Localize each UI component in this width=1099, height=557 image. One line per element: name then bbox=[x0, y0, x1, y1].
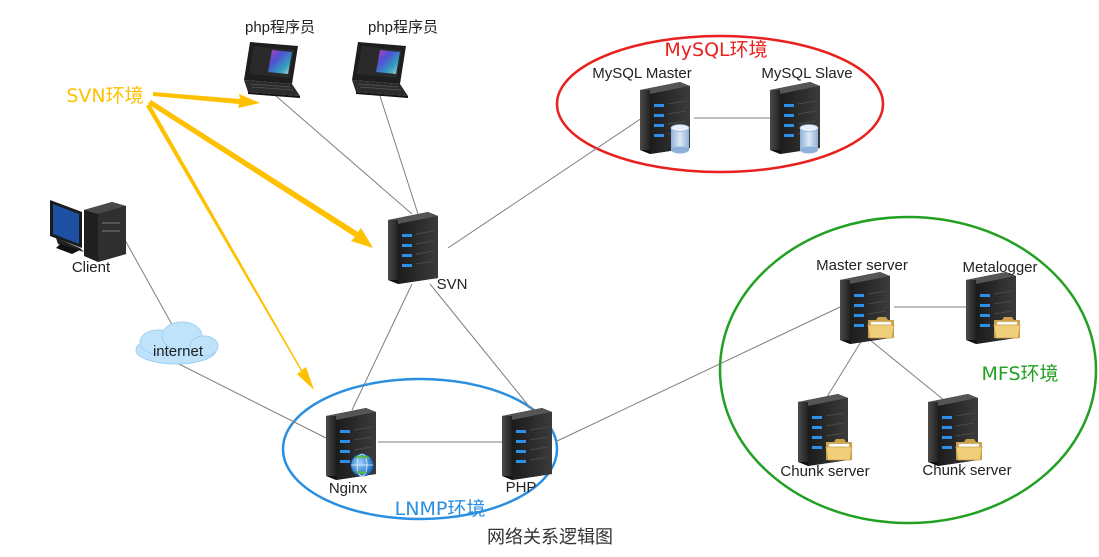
globe-icon bbox=[350, 453, 374, 477]
svn-arrows bbox=[146, 92, 373, 390]
php-developer-laptop-1: php程序员 bbox=[243, 19, 315, 99]
cloud-icon bbox=[135, 321, 219, 365]
master-server-label: Master server bbox=[816, 257, 908, 274]
link-svn-php bbox=[429, 283, 533, 411]
svn-environment-label: SVN环境 bbox=[66, 85, 143, 107]
mysql-slave-node: MySQL Slave bbox=[761, 65, 853, 155]
mysql-environment-label: MySQL环境 bbox=[664, 39, 767, 61]
svn-server-node: SVN bbox=[387, 211, 468, 293]
link-php-master-server bbox=[554, 306, 841, 443]
mysql-slave-label: MySQL Slave bbox=[761, 65, 852, 82]
chunk-server-1-label: Chunk server bbox=[780, 463, 869, 480]
folder-icon bbox=[955, 438, 983, 461]
folder-icon bbox=[867, 316, 895, 339]
mfs-environment-label: MFS环境 bbox=[981, 363, 1058, 385]
metalogger-node: Metalogger bbox=[962, 259, 1038, 345]
link-svn-nginx bbox=[351, 283, 413, 411]
link-dev2-svn bbox=[379, 95, 419, 215]
mfs-environment-boundary bbox=[718, 215, 1098, 525]
client-label: Client bbox=[72, 259, 111, 276]
php-server-node: PHP bbox=[501, 407, 553, 496]
mysql-master-label: MySQL Master bbox=[592, 65, 691, 82]
connection-lines bbox=[124, 95, 966, 443]
arrow-to-svn bbox=[148, 100, 373, 248]
chunk-server-2-label: Chunk server bbox=[922, 462, 1011, 479]
lnmp-environment-boundary bbox=[281, 377, 559, 521]
arrow-to-dev bbox=[153, 92, 260, 108]
nginx-label: Nginx bbox=[329, 480, 368, 497]
diagram-caption: 网络关系逻辑图 bbox=[487, 527, 613, 548]
server-icon bbox=[501, 407, 553, 481]
server-icon bbox=[387, 211, 439, 285]
mysql-master-node: MySQL Master bbox=[592, 65, 692, 155]
link-internet-nginx bbox=[174, 361, 331, 441]
internet-node: internet bbox=[135, 321, 219, 365]
database-icon bbox=[670, 124, 690, 154]
svn-server-label: SVN bbox=[437, 276, 468, 293]
laptop-icon bbox=[243, 41, 301, 99]
php-developer-laptop-2: php程序员 bbox=[351, 19, 438, 99]
database-icon bbox=[799, 124, 819, 154]
php-developer-2-label: php程序员 bbox=[368, 19, 438, 36]
desktop-computer-icon bbox=[50, 200, 126, 262]
internet-label: internet bbox=[153, 343, 204, 360]
folder-icon bbox=[993, 316, 1021, 339]
lnmp-environment-label: LNMP环境 bbox=[395, 498, 486, 520]
chunk-server-1-node: Chunk server bbox=[780, 393, 870, 480]
chunk-server-2-node: Chunk server bbox=[922, 393, 1012, 479]
link-dev1-svn bbox=[275, 95, 413, 215]
link-svn-mysql-master bbox=[447, 117, 643, 249]
link-master-chunk2 bbox=[869, 339, 951, 406]
laptop-icon bbox=[351, 41, 409, 99]
master-server-node: Master server bbox=[816, 257, 908, 345]
link-client-internet bbox=[124, 239, 176, 331]
php-developer-1-label: php程序员 bbox=[245, 19, 315, 36]
link-master-chunk1 bbox=[821, 339, 863, 406]
arrow-to-lnmp bbox=[146, 104, 314, 390]
nginx-node: Nginx bbox=[325, 407, 377, 497]
folder-icon bbox=[825, 438, 853, 461]
client-node: Client bbox=[50, 200, 126, 276]
php-server-label: PHP bbox=[506, 479, 537, 496]
metalogger-label: Metalogger bbox=[962, 259, 1037, 276]
mysql-environment-boundary bbox=[555, 34, 885, 174]
